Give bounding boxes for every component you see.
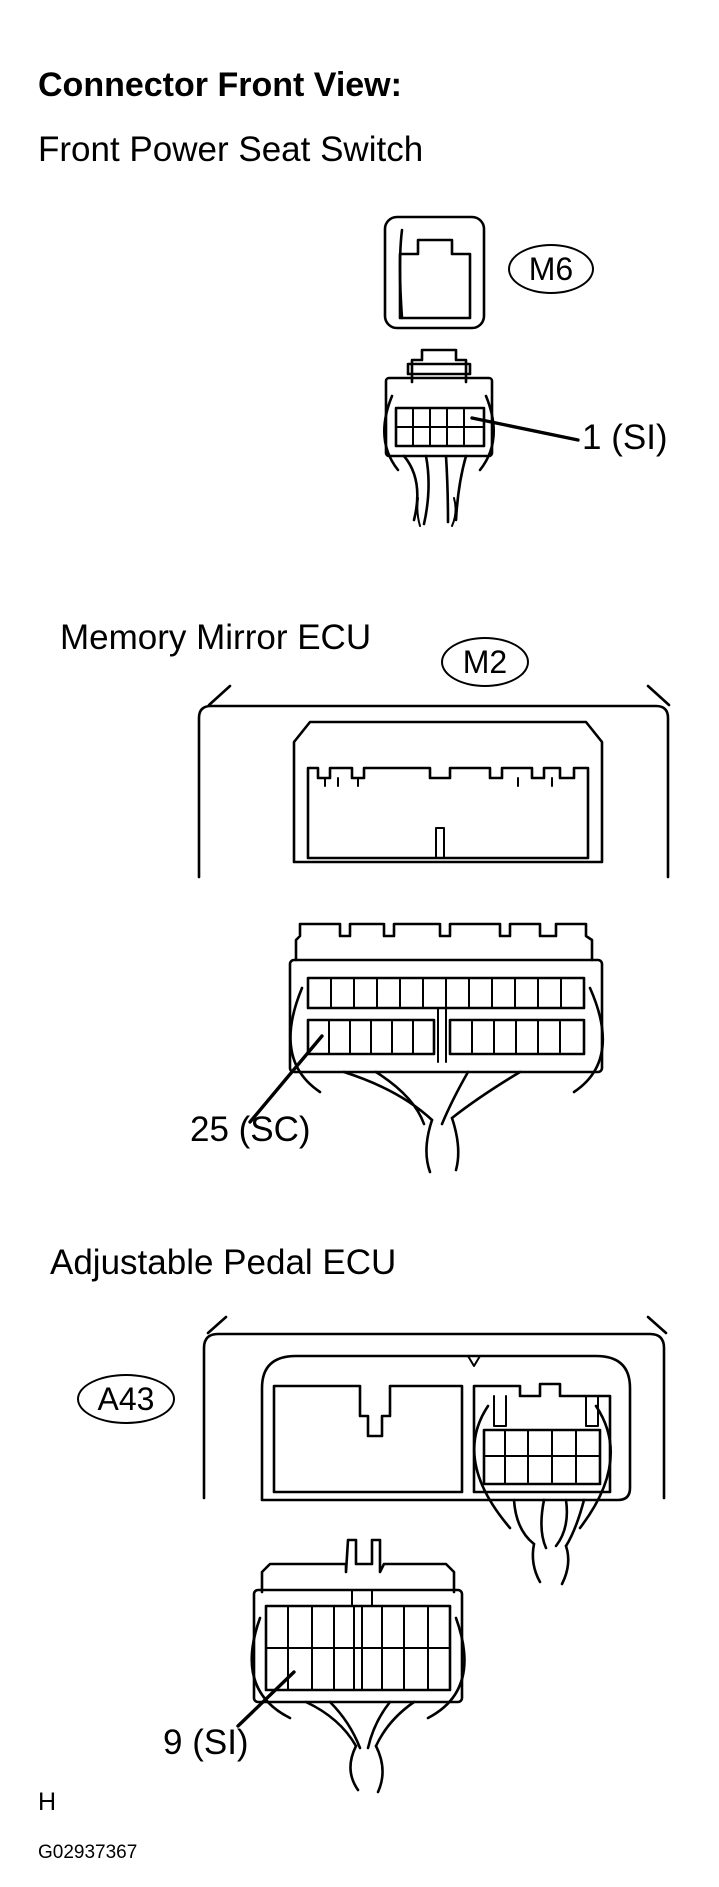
a43-ecu-housing bbox=[202, 1315, 668, 1500]
m6-vehicle-side-connector bbox=[383, 215, 486, 330]
connector-code-a43: A43 bbox=[77, 1374, 175, 1424]
m6-wire-side-connector bbox=[383, 348, 580, 527]
connector-code-m2: M2 bbox=[441, 637, 529, 687]
diagram-title: Connector Front View: bbox=[38, 66, 402, 104]
footer-letter: H bbox=[38, 1788, 57, 1816]
m2-vehicle-side-connector bbox=[292, 720, 604, 864]
pin-label-a43: 9 (SI) bbox=[163, 1723, 249, 1762]
a43-vehicle-side-connector bbox=[260, 1354, 632, 1586]
figure-id: G02937367 bbox=[38, 1842, 138, 1863]
pin-label-m2: 25 (SC) bbox=[190, 1110, 311, 1149]
section-title-front-power-seat-switch: Front Power Seat Switch bbox=[38, 130, 424, 169]
m2-wire-side-connector bbox=[248, 922, 605, 1174]
section-title-adjustable-pedal-ecu: Adjustable Pedal ECU bbox=[50, 1243, 397, 1282]
pin-label-m6: 1 (SI) bbox=[582, 418, 668, 457]
m2-ecu-housing bbox=[197, 684, 671, 879]
section-title-memory-mirror-ecu: Memory Mirror ECU bbox=[60, 618, 372, 657]
a43-wire-side-connector bbox=[236, 1538, 466, 1794]
connector-code-m6: M6 bbox=[508, 244, 594, 294]
